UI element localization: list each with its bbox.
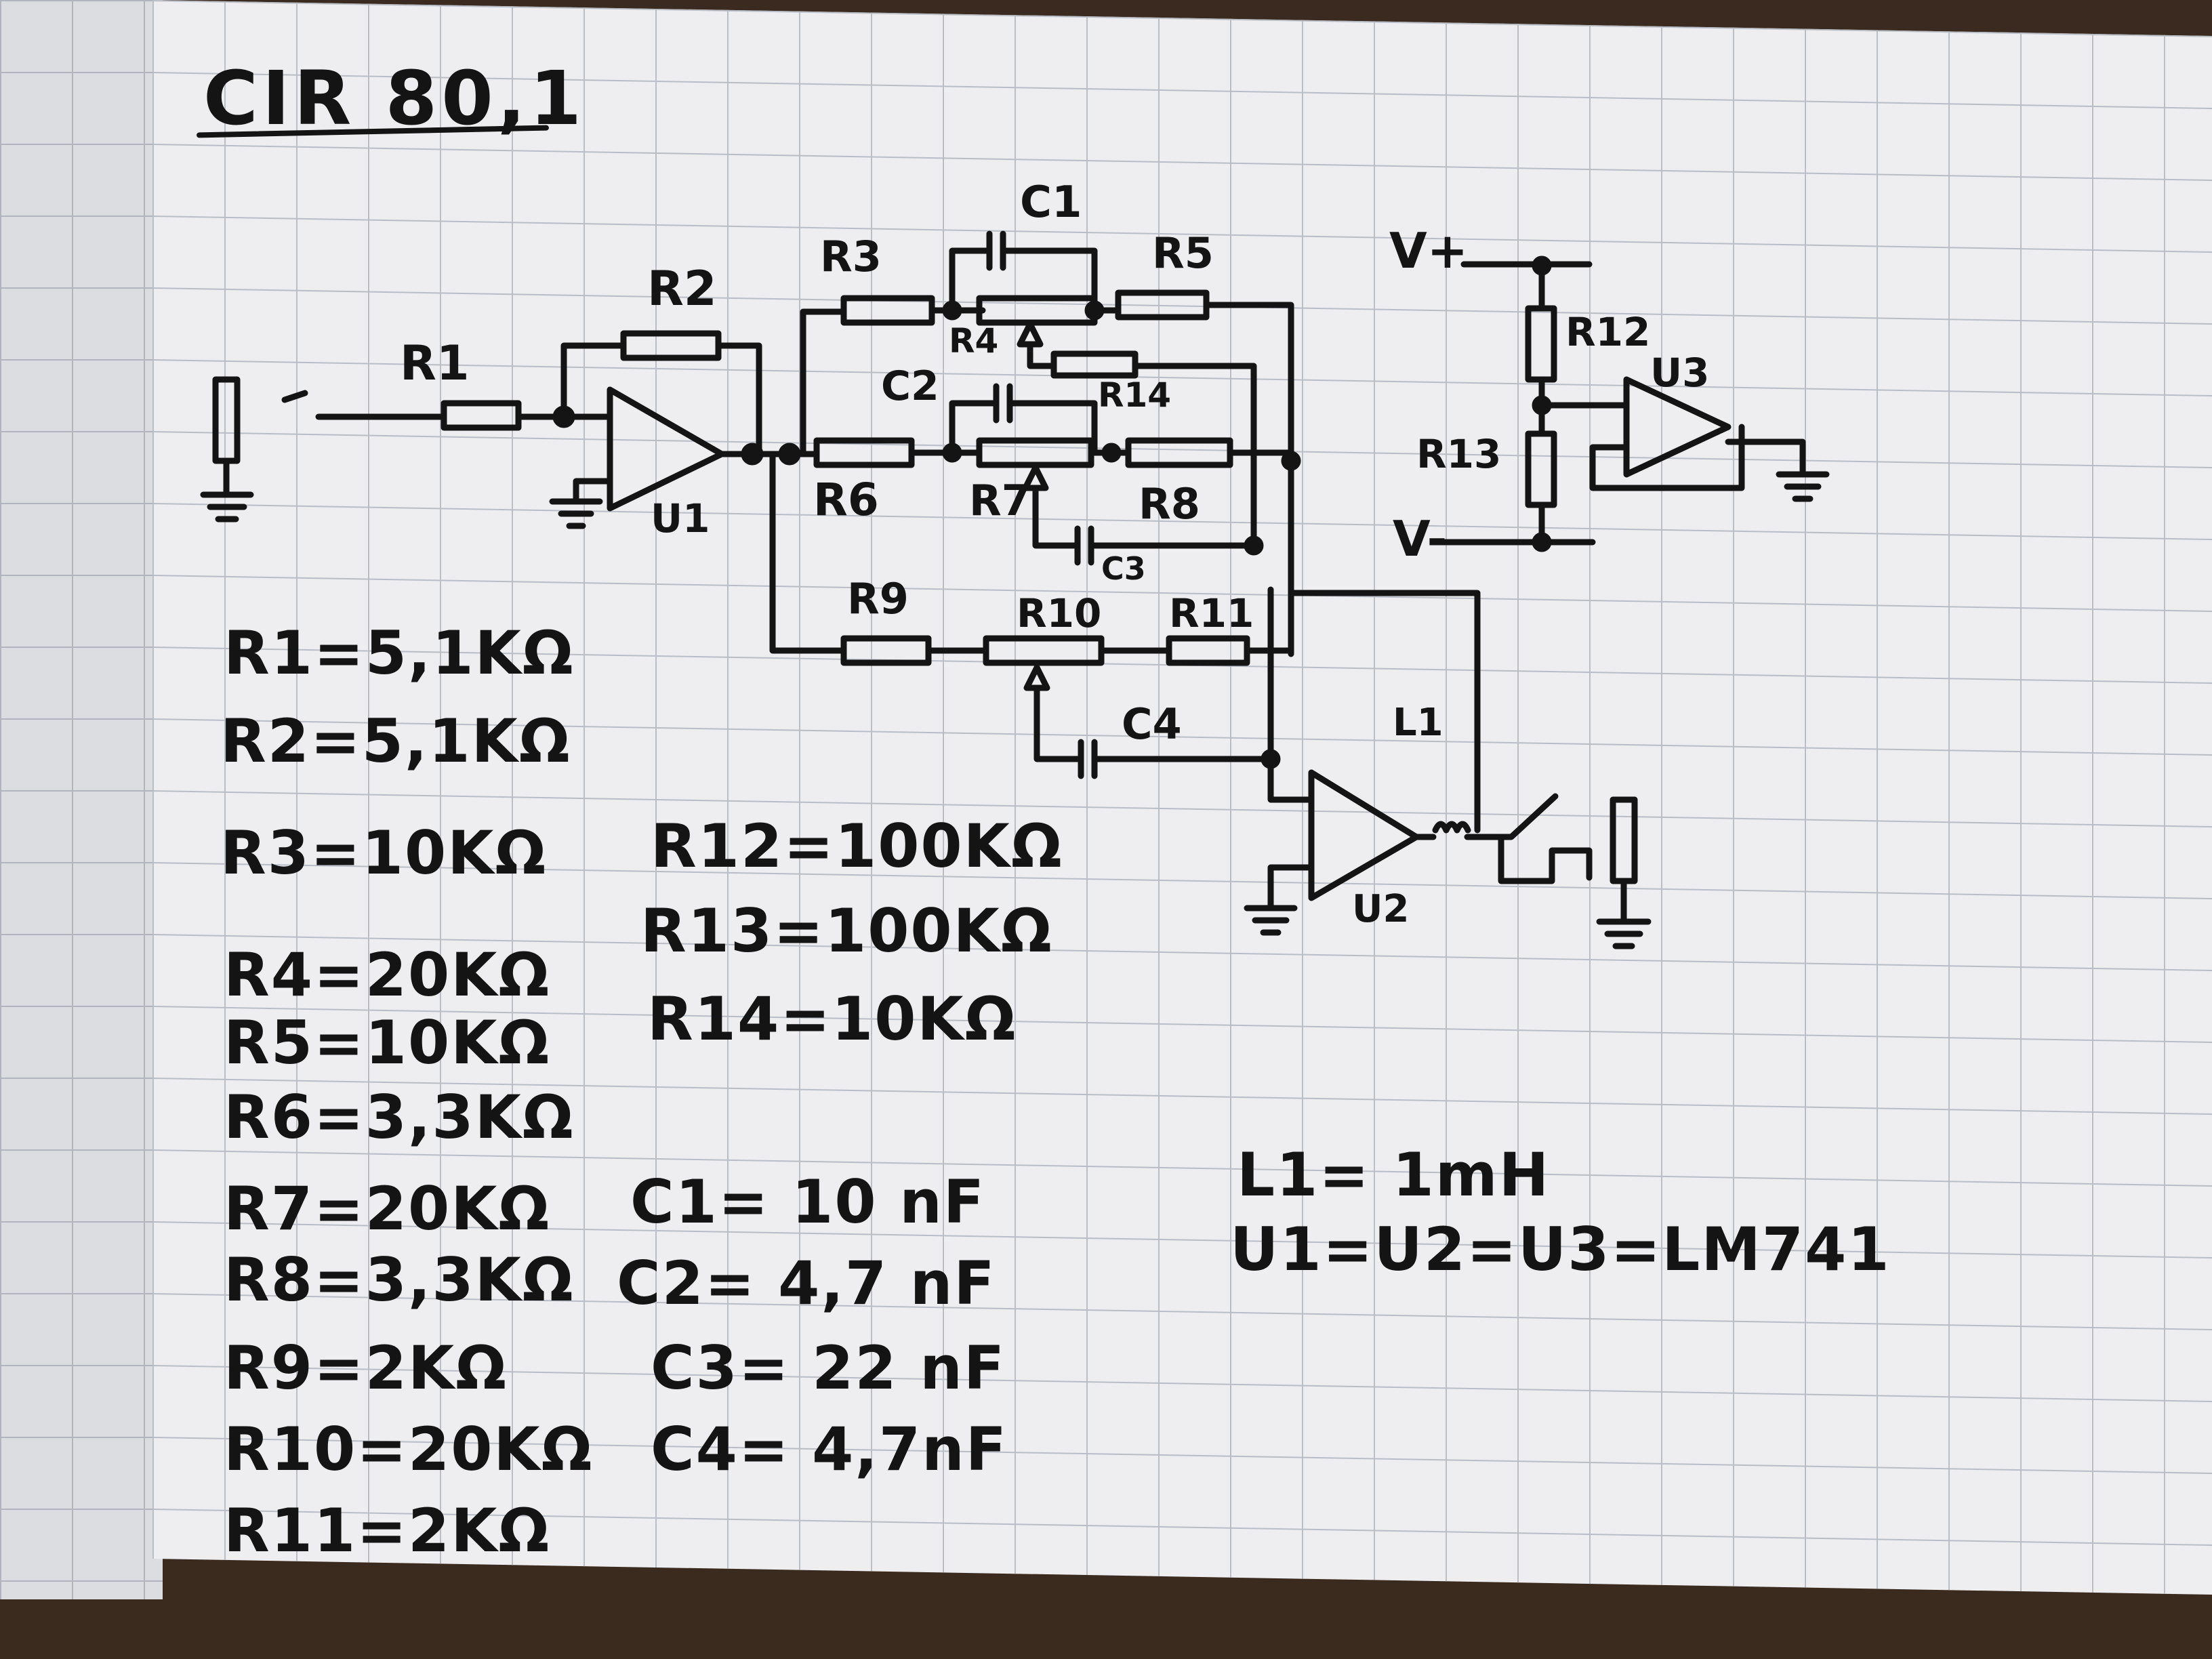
value-r9: R9=2KΩ <box>224 1333 508 1403</box>
resistor-r4 <box>976 295 1098 326</box>
value-r7: R7=20KΩ <box>224 1174 551 1244</box>
value-r1: R1=5,1KΩ <box>224 618 575 688</box>
resistor-r13 <box>1525 430 1557 508</box>
label-r9: R9 <box>847 574 909 623</box>
input-source <box>212 376 241 464</box>
value-r13: R13=100KΩ <box>640 896 1053 966</box>
value-r2: R2=5,1KΩ <box>220 706 571 776</box>
resistor-r7 <box>976 437 1094 468</box>
resistor-r2 <box>620 330 722 361</box>
u2-ground-icon <box>1244 864 1315 936</box>
u1-ground-icon <box>549 478 613 529</box>
label-r8: R8 <box>1139 479 1200 529</box>
value-r14: R14=10KΩ <box>647 984 1017 1054</box>
value-c3: C3= 22 nF <box>651 1333 1006 1403</box>
resistor-r11 <box>1166 635 1250 666</box>
opamp-u2 <box>1308 769 1420 901</box>
label-l1: L1 <box>1393 701 1443 745</box>
label-r5: R5 <box>1152 228 1214 278</box>
resistor-r6 <box>813 437 915 468</box>
opamp-u3 <box>1623 376 1732 478</box>
value-r6: R6=3,3KΩ <box>224 1082 575 1152</box>
value-opamps: U1=U2=U3=LM741 <box>1230 1214 1891 1284</box>
capacitor-c1 <box>986 230 1006 271</box>
value-c4: C4= 4,7nF <box>651 1414 1008 1484</box>
label-r1: R1 <box>400 335 470 391</box>
resistor-r14 <box>1050 350 1139 379</box>
value-r4: R4=20KΩ <box>224 940 551 1010</box>
label-u1: U1 <box>651 495 710 541</box>
value-r8: R8=3,3KΩ <box>224 1245 575 1315</box>
page-title: CIR 80,1 <box>203 55 586 142</box>
label-c3: C3 <box>1101 550 1146 587</box>
capacitor-c4 <box>1078 739 1098 779</box>
output-load <box>1610 796 1638 884</box>
label-u2: U2 <box>1352 887 1409 931</box>
label-c2: C2 <box>881 363 939 410</box>
label-r4: R4 <box>949 321 998 361</box>
capacitor-c3 <box>1074 525 1094 566</box>
value-l1: L1= 1mH <box>1237 1140 1551 1210</box>
label-c4: C4 <box>1122 699 1182 749</box>
resistor-r10 <box>983 635 1105 666</box>
label-r12: R12 <box>1565 309 1650 355</box>
label-c1: C1 <box>1020 178 1082 228</box>
label-r6: R6 <box>813 474 879 526</box>
input-ground-icon <box>200 457 254 523</box>
capacitor-c2 <box>993 383 1013 424</box>
resistor-r12 <box>1525 305 1557 383</box>
opamp-u1 <box>607 386 725 512</box>
label-r2: R2 <box>647 261 717 316</box>
label-r7: R7 <box>969 476 1031 525</box>
u3-ground-icon <box>1725 438 1830 502</box>
inductor-l1 <box>1413 821 1471 840</box>
label-vminus: V- <box>1393 510 1447 567</box>
resistor-r9 <box>840 635 932 666</box>
value-r11: R11=2KΩ <box>224 1496 551 1565</box>
value-c1: C1= 10 nF <box>630 1167 986 1237</box>
label-u3: U3 <box>1650 350 1709 396</box>
label-r13: R13 <box>1416 431 1501 477</box>
value-r10: R10=20KΩ <box>224 1414 594 1484</box>
label-vplus: V+ <box>1389 222 1468 279</box>
resistor-r3 <box>840 295 935 326</box>
left-notebook-page <box>0 0 163 1599</box>
resistor-r8 <box>1125 437 1233 468</box>
label-r3: R3 <box>820 232 882 281</box>
resistor-r1 <box>441 400 522 431</box>
label-r14: R14 <box>1098 375 1171 415</box>
label-r11: R11 <box>1169 590 1254 636</box>
label-r10: R10 <box>1017 590 1101 636</box>
output-ground-icon <box>1596 878 1652 949</box>
value-c2: C2= 4,7 nF <box>617 1248 996 1318</box>
value-r12: R12=100KΩ <box>651 811 1063 881</box>
value-r5: R5=10KΩ <box>224 1008 551 1078</box>
resistor-r5 <box>1115 289 1210 321</box>
value-r3: R3=10KΩ <box>220 818 548 888</box>
